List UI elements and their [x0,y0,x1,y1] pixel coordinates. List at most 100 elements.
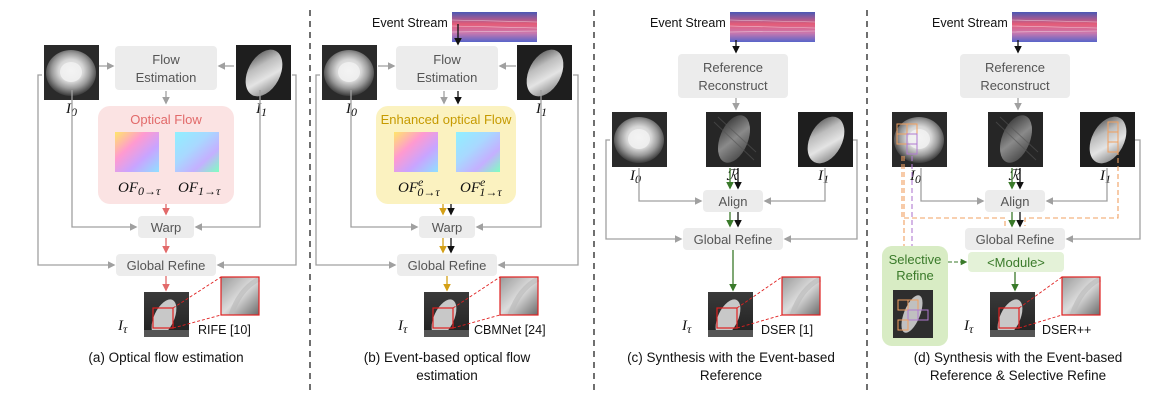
input-frame-i0 [892,112,947,167]
input-label-i0: I0 [909,168,921,186]
global-refine-box [397,254,497,276]
optical-flow-image [175,132,219,172]
svg-text:Flow: Flow [433,52,461,67]
zoom-crop [1062,277,1100,315]
panel-c: Event Stream Reference Reconstruct I0 ℛ … [605,11,858,383]
optical-flow-image [394,132,438,172]
svg-text:Global Refine: Global Refine [127,258,206,273]
output-label: Iτ [681,318,692,336]
warp-box [138,216,194,238]
event-stream-image [1011,11,1098,43]
region-title: Optical Flow [130,112,202,127]
svg-text:Flow: Flow [152,52,180,67]
event-stream-image [451,11,538,43]
output-frame [424,292,469,341]
optical-flow-image [456,132,500,172]
svg-text:Estimation: Estimation [136,70,197,85]
panel-caption: (d) Synthesis with the Event-based [914,350,1123,365]
svg-text:Warp: Warp [151,220,182,235]
input-frame-i0 [612,112,667,167]
input-frame-i0 [322,45,377,100]
reference-label: ℛ [1008,168,1021,184]
output-label: Iτ [117,318,128,336]
input-label-i1: I1 [1099,168,1111,186]
svg-text:Reconstruct: Reconstruct [698,78,768,93]
output-label: Iτ [963,318,974,336]
svg-text:Align: Align [1001,194,1030,209]
warp-box [419,216,475,238]
flow-label-a: OF0→τ [118,180,161,198]
input-frame-i1 [517,43,572,103]
svg-text:Align: Align [719,194,748,209]
input-label-i0: I0 [345,101,357,119]
flow-estimation-box [396,46,498,90]
panel-a: Optical Flow OF0→τ OF1→τ I0 I1 Flow Esti… [37,43,297,365]
reference-label: ℛ [726,168,739,184]
event-stream-label: Event Stream [932,16,1008,30]
svg-text:Estimation: Estimation [417,70,478,85]
optical-flow-image [115,132,159,172]
reference-reconstruct-box [960,54,1070,98]
patch-grid [1107,121,1119,153]
panel-caption: (a) Optical flow estimation [88,350,243,365]
panel-caption: Reference [700,368,762,383]
output-frame [144,292,189,341]
method-name: DSER++ [1042,323,1091,337]
panel-caption: Reference & Selective Refine [930,368,1106,383]
svg-text:Warp: Warp [432,220,463,235]
module-box [968,252,1064,272]
method-name: RIFE [10] [198,323,251,337]
event-stream-label: Event Stream [372,16,448,30]
svg-text:<Module>: <Module> [987,255,1045,270]
align-box [985,190,1045,212]
patch-crop [893,290,933,338]
zoom-crop [782,277,820,315]
align-box [703,190,763,212]
panel-d: Event Stream Reference Reconstruct I0 ℛ … [882,11,1141,383]
reference-frame [987,110,1044,168]
event-stream-label: Event Stream [650,16,726,30]
svg-text:Refine: Refine [896,268,934,283]
method-name: DSER [1] [761,323,813,337]
event-stream-image [729,11,816,43]
zoom-crop [500,277,538,315]
svg-text:Reference: Reference [703,60,763,75]
svg-text:Global Refine: Global Refine [694,232,773,247]
output-frame [708,292,753,341]
svg-text:Reconstruct: Reconstruct [980,78,1050,93]
panel-caption: estimation [416,368,478,383]
reference-reconstruct-box [678,54,788,98]
output-frame [990,292,1035,341]
enhanced-flow-region [376,106,516,204]
input-label-i1: I1 [817,168,829,186]
input-label-i0: I0 [65,101,77,119]
output-label: Iτ [397,318,408,336]
global-refine-box [116,254,216,276]
optical-flow-region [98,106,234,204]
region-title: Enhanced optical Flow [381,112,512,127]
zoom-crop [221,277,259,315]
panel-caption: (b) Event-based optical flow [364,350,531,365]
input-label-i1: I1 [535,101,547,119]
patch-grid [896,123,918,155]
global-refine-box [683,228,783,250]
svg-text:Global Refine: Global Refine [408,258,487,273]
svg-text:Reference: Reference [985,60,1045,75]
method-name: CBMNet [24] [474,323,546,337]
flow-estimation-box [115,46,217,90]
input-label-i1: I1 [255,101,267,119]
input-label-i0: I0 [629,168,641,186]
global-refine-box [965,228,1065,250]
svg-text:Global Refine: Global Refine [976,232,1055,247]
reference-frame [705,110,762,168]
panel-caption: (c) Synthesis with the Event-based [627,350,835,365]
input-frame-i1 [798,110,853,170]
svg-text:Selective: Selective [889,252,942,267]
flow-label-b: OF1→τ [178,180,221,198]
input-frame-i1 [236,43,291,103]
